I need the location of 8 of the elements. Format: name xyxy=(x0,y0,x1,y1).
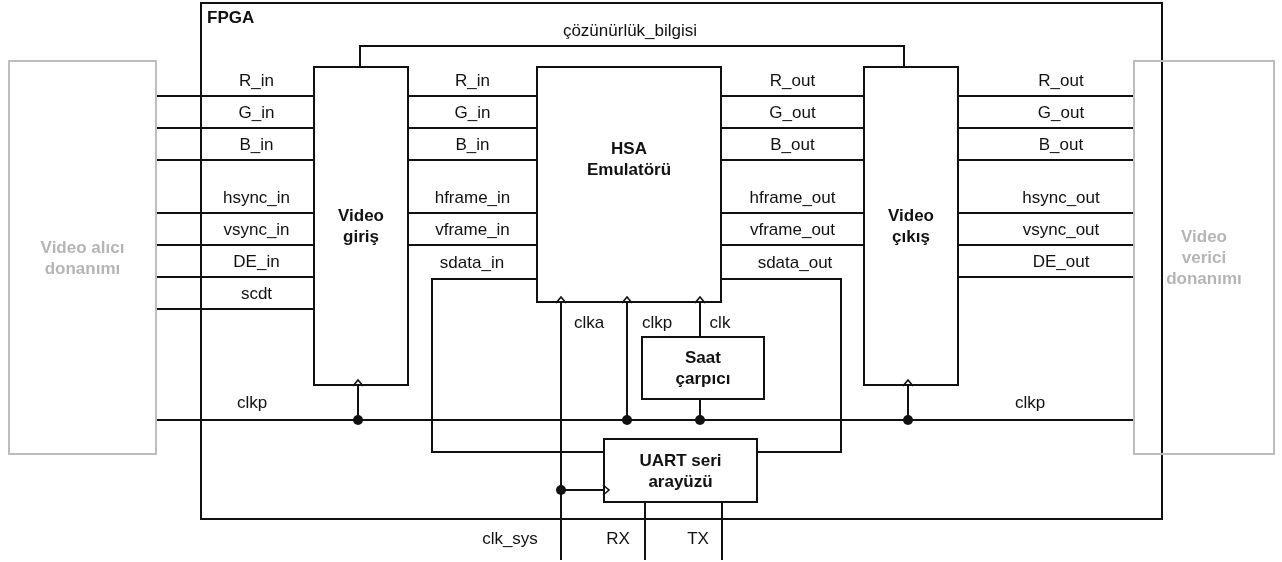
block-label: Video verici donanımı xyxy=(1165,226,1243,289)
block-label: UART seri arayüzü xyxy=(638,449,723,492)
block-label: Video giriş xyxy=(337,205,385,247)
block-label: FPGA xyxy=(207,7,255,28)
block-label: Video çıkış xyxy=(887,205,935,247)
block-label: Saat çarpıcı xyxy=(674,347,732,389)
block-label: Video alıcı donanımı xyxy=(39,236,126,279)
block-label: HSA Emulatörü xyxy=(585,138,673,180)
